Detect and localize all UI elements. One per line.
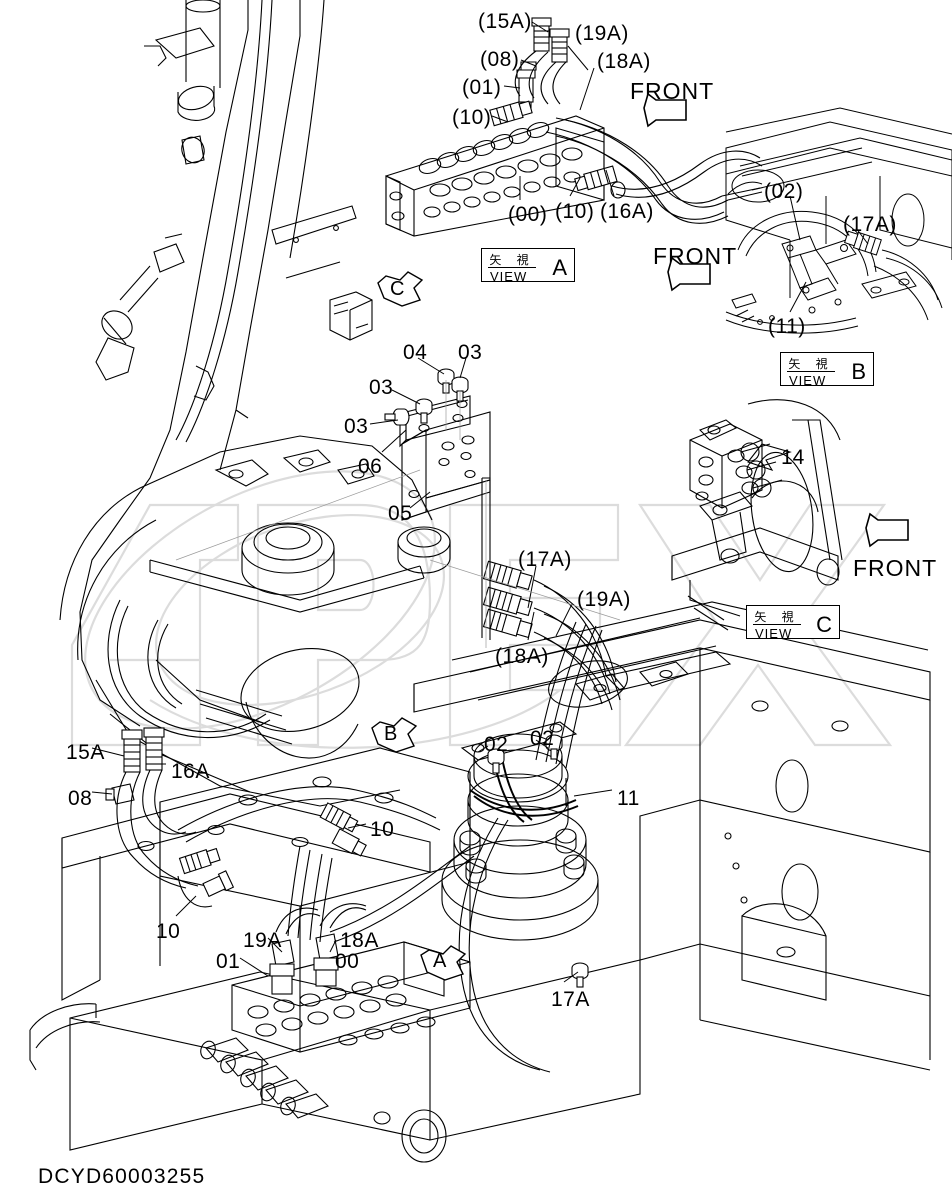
view-box-c-jp: 矢 視 bbox=[753, 610, 801, 625]
callout-10-main-left: 10 bbox=[156, 920, 181, 943]
front-label-view-b: FRONT bbox=[653, 243, 738, 269]
boom-arm-assembly bbox=[79, 0, 373, 727]
view-b-detail bbox=[725, 107, 952, 334]
callout-10-upper: (10) bbox=[452, 106, 492, 129]
view-box-b: 矢 視 VIEW B bbox=[780, 352, 874, 388]
callout-00: (00) bbox=[508, 203, 548, 226]
view-box-c: 矢 視 VIEW C bbox=[746, 605, 840, 641]
callout-02-main-left: 02 bbox=[484, 733, 509, 756]
callout-19a-main-valve: 19A bbox=[243, 929, 282, 952]
upper-structure-left bbox=[59, 435, 451, 807]
callout-05: 05 bbox=[388, 502, 413, 525]
callout-08-main: 08 bbox=[68, 787, 93, 810]
callout-19a: (19A) bbox=[575, 22, 629, 45]
view-box-b-en: VIEW bbox=[789, 373, 827, 388]
callout-17a-main: (17A) bbox=[518, 548, 572, 571]
view-marker-a: A bbox=[433, 950, 447, 972]
callout-18a: (18A) bbox=[597, 50, 651, 73]
view-box-b-jp: 矢 視 bbox=[787, 357, 835, 372]
callout-10-main-right: 10 bbox=[370, 818, 395, 841]
view-box-a: 矢 視 VIEW A bbox=[481, 248, 575, 284]
callout-18a-main-valve: 18A bbox=[340, 929, 379, 952]
callout-17a-main-bottom: 17A bbox=[551, 988, 590, 1011]
front-label-view-c: FRONT bbox=[853, 555, 938, 581]
callout-19a-main: (19A) bbox=[577, 588, 631, 611]
view-box-b-letter: B bbox=[851, 359, 866, 384]
callout-14-view-c: 14 bbox=[781, 446, 805, 469]
center-hose-group bbox=[482, 560, 628, 711]
callout-02-view-b: (02) bbox=[764, 180, 804, 203]
callout-16a: (16A) bbox=[600, 200, 654, 223]
callout-03-left: 03 bbox=[344, 415, 369, 438]
view-marker-b: B bbox=[384, 723, 398, 745]
callout-03-mid: 03 bbox=[369, 376, 394, 399]
callout-11-main: 11 bbox=[617, 787, 640, 810]
view-c-detail bbox=[671, 399, 843, 631]
callout-01: (01) bbox=[462, 76, 502, 99]
callout-17a-view-b: (17A) bbox=[843, 213, 897, 236]
callout-18a-main: (18A) bbox=[495, 645, 549, 668]
main-deck-frame bbox=[29, 601, 931, 1151]
callout-11-view-b: (11) bbox=[768, 315, 806, 338]
callout-03-top: 03 bbox=[458, 341, 483, 364]
watermark bbox=[70, 470, 893, 749]
callout-04: 04 bbox=[403, 341, 428, 364]
view-box-a-en: VIEW bbox=[490, 269, 528, 284]
callout-00-main: 00 bbox=[335, 950, 360, 973]
view-box-a-letter: A bbox=[552, 255, 567, 280]
callout-16a-main: 16A bbox=[171, 760, 210, 783]
callout-06: 06 bbox=[358, 455, 383, 478]
front-label-view-a: FRONT bbox=[630, 78, 715, 104]
view-marker-c: C bbox=[390, 278, 405, 300]
leader-lines bbox=[91, 21, 869, 983]
callout-15a: (15A) bbox=[478, 10, 532, 33]
callout-02-main-right: 02 bbox=[530, 727, 555, 750]
control-valve-main bbox=[200, 903, 471, 1163]
view-box-c-en: VIEW bbox=[755, 626, 793, 641]
drawing-number: DCYD60003255 bbox=[38, 1165, 206, 1188]
callout-10-lower: (10) bbox=[555, 200, 595, 223]
callout-08: (08) bbox=[480, 48, 520, 71]
view-box-a-jp: 矢 視 bbox=[488, 253, 536, 268]
callout-15a-main: 15A bbox=[66, 741, 105, 764]
view-box-c-letter: C bbox=[816, 612, 832, 637]
callout-01-main: 01 bbox=[216, 950, 241, 973]
